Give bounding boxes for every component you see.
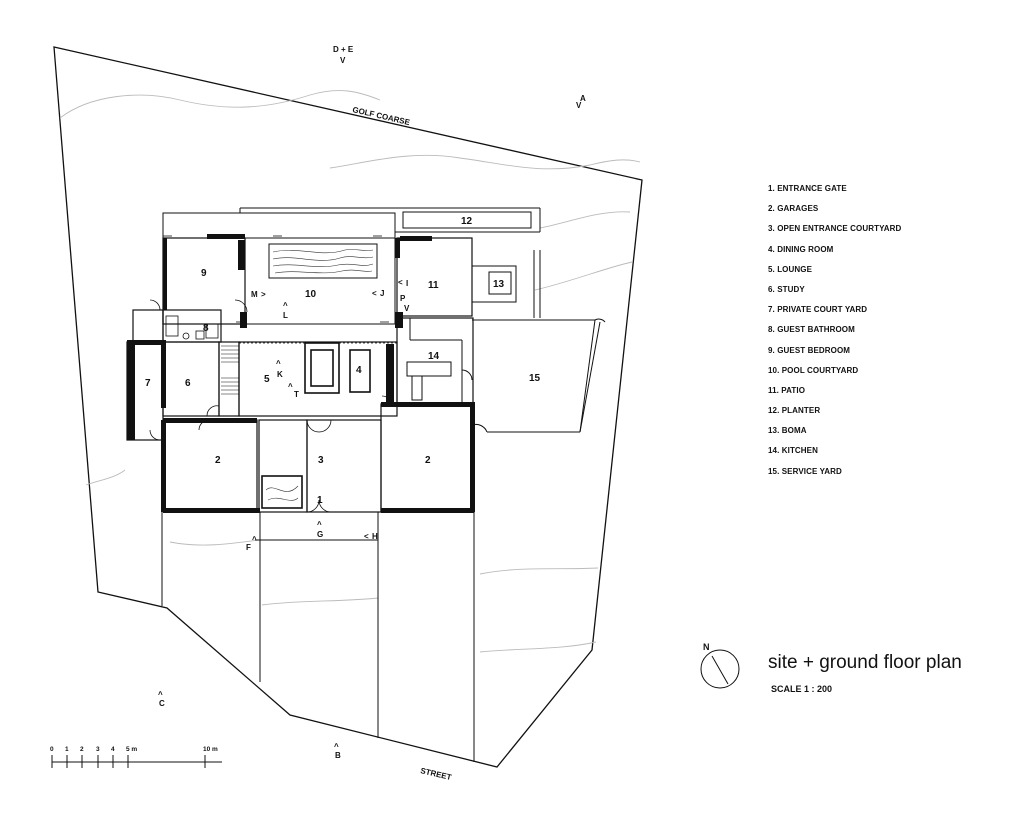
room-number: 14 bbox=[428, 351, 440, 362]
scale-tick-label: 1 bbox=[65, 746, 69, 753]
scale-tick-label: 3 bbox=[96, 746, 100, 753]
legend-item: 3. OPEN ENTRANCE COURTYARD bbox=[768, 224, 902, 234]
view-marker-arrow: ^ bbox=[334, 742, 339, 751]
room-number: 11 bbox=[428, 280, 439, 291]
view-marker-arrow: ^ bbox=[252, 535, 257, 544]
view-marker-arrow: < bbox=[364, 532, 369, 541]
stairs bbox=[221, 345, 239, 395]
legend-item: 5. LOUNGE bbox=[768, 264, 813, 274]
boma-and-yard bbox=[471, 250, 606, 433]
walls bbox=[126, 237, 474, 513]
room-number: 2 bbox=[425, 455, 431, 466]
view-marker-arrow: ^ bbox=[276, 359, 281, 368]
view-marker-arrow: V bbox=[340, 56, 346, 65]
entrance-feature-lines bbox=[265, 485, 299, 501]
legend-item: 8. GUEST BATHROOM bbox=[768, 325, 855, 335]
view-marker-label: C bbox=[159, 699, 165, 708]
legend-item: 9. GUEST BEDROOM bbox=[768, 345, 851, 355]
scale-tick-label: 2 bbox=[80, 746, 84, 753]
room-number: 6 bbox=[185, 378, 191, 389]
view-marker-label: T bbox=[294, 390, 299, 399]
view-marker-arrow: ^ bbox=[317, 520, 322, 529]
legend-item: 14. KITCHEN bbox=[768, 446, 818, 456]
legend-item: 15. SERVICE YARD bbox=[768, 466, 842, 476]
legend-item: 1. ENTRANCE GATE bbox=[768, 184, 847, 193]
view-marker-arrow: < bbox=[372, 289, 377, 298]
view-marker-arrow: ^ bbox=[288, 382, 293, 391]
legend-item: 7. PRIVATE COURT YARD bbox=[768, 305, 868, 315]
scale-tick-label: 4 bbox=[111, 746, 115, 753]
view-marker-label: M bbox=[251, 290, 258, 299]
pool-water-lines bbox=[272, 249, 374, 274]
scale-tick-label: 0 bbox=[50, 746, 54, 753]
bathroom-fixtures bbox=[165, 315, 219, 340]
view-marker-arrow: ^ bbox=[283, 301, 288, 310]
room-number: 13 bbox=[493, 279, 505, 290]
view-marker-label: J bbox=[380, 289, 384, 298]
view-marker-label: H bbox=[372, 532, 378, 541]
driveway bbox=[161, 512, 475, 762]
view-marker-arrow: < bbox=[398, 278, 403, 287]
room-number: 10 bbox=[305, 289, 317, 300]
section-ticks bbox=[163, 235, 389, 541]
room-numbers: 1 2 2 3 4 5 6 7 8 9 10 11 12 13 14 15 bbox=[145, 216, 541, 506]
view-marker-label: I bbox=[406, 279, 408, 288]
north-arrow-needle bbox=[711, 655, 729, 685]
scale-label: SCALE 1 : 200 bbox=[771, 684, 833, 694]
room-number: 5 bbox=[264, 374, 270, 385]
entrance-feature bbox=[261, 475, 303, 509]
room-number: 2 bbox=[215, 455, 221, 466]
room-number: 8 bbox=[203, 323, 209, 334]
room-number: 9 bbox=[201, 268, 207, 279]
north-arrow-circle bbox=[700, 649, 740, 689]
room-number: 7 bbox=[145, 378, 151, 389]
thick-walls bbox=[127, 234, 475, 513]
pool bbox=[268, 243, 378, 279]
legend-item: 12. PLANTER bbox=[768, 406, 821, 416]
plan-title: site + ground floor plan bbox=[768, 652, 962, 673]
street-label: STREET bbox=[420, 766, 453, 782]
scale-tick-label: 5 m bbox=[126, 746, 137, 753]
room-legend: 1. ENTRANCE GATE 2. GARAGES 3. OPEN ENTR… bbox=[768, 183, 901, 486]
room-number: 4 bbox=[356, 365, 362, 376]
room-number: 12 bbox=[461, 216, 473, 227]
room-number: 3 bbox=[318, 455, 324, 466]
kitchen-fittings bbox=[406, 318, 473, 404]
north-label: N bbox=[703, 642, 710, 652]
pool-courtyard bbox=[244, 237, 396, 325]
legend-item: 6. STUDY bbox=[768, 284, 805, 294]
view-marker-arrow: V bbox=[576, 101, 582, 110]
door-swings bbox=[149, 299, 393, 513]
view-marker-arrow: V bbox=[404, 304, 410, 313]
view-marker-label: B bbox=[335, 751, 341, 760]
planter bbox=[402, 211, 532, 229]
site-boundary bbox=[53, 46, 643, 768]
view-marker-label: K bbox=[277, 370, 283, 379]
legend-item: 10. POOL COURTYARD bbox=[768, 365, 859, 375]
room-number: 15 bbox=[529, 373, 541, 384]
scale-bar-ticks: 0 1 2 3 4 5 m 10 m bbox=[50, 746, 218, 768]
legend-item: 4. DINING ROOM bbox=[768, 244, 834, 254]
view-marker-arrow: ^ bbox=[158, 690, 163, 699]
legend-item: 11. PATIO bbox=[768, 385, 806, 395]
room-number: 1 bbox=[317, 495, 323, 506]
view-marker-label: A bbox=[580, 94, 586, 103]
view-marker-arrow: > bbox=[261, 290, 266, 299]
legend-item: 2. GARAGES bbox=[768, 204, 819, 214]
scale-tick-label: 10 m bbox=[203, 746, 218, 753]
legend-item: 13. BOMA bbox=[768, 426, 807, 436]
view-marker-label: D + E bbox=[333, 45, 354, 54]
view-marker-label: P bbox=[400, 294, 406, 303]
contour-lines bbox=[59, 90, 641, 653]
view-marker-label: L bbox=[283, 311, 288, 320]
view-marker-label: F bbox=[246, 543, 251, 552]
dining-furniture bbox=[304, 342, 371, 394]
view-markers: D + E V A V ^ B ^ C ^ F ^ G < H < I < J … bbox=[158, 45, 586, 760]
view-marker-label: G bbox=[317, 530, 323, 539]
